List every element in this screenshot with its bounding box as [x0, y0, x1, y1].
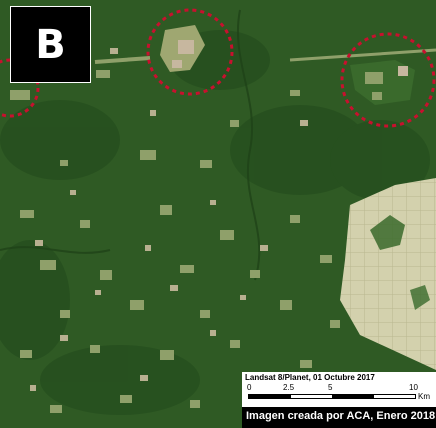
scale-tick-2-5: 2.5: [283, 383, 295, 392]
scale-segment: [249, 395, 291, 398]
credit-text: Imagen creada por ACA, Enero 2018: [246, 410, 436, 422]
river-lines: [0, 9, 261, 281]
image-source-text: Landsat 8/Planet, 01 Octubre 2017: [245, 373, 375, 382]
clearings-top: [10, 25, 436, 105]
circle-top-center: [146, 8, 234, 96]
panel-label: B: [10, 6, 91, 83]
scale-tick-5: 5: [328, 383, 333, 392]
circle-top-right: [340, 32, 436, 128]
credit-box: Imagen creada por ACA, Enero 2018: [242, 407, 436, 428]
scale-segment: [373, 395, 415, 398]
scale-tick-10: 10: [409, 383, 418, 392]
scale-segment: [332, 395, 374, 398]
forest-texture: [0, 30, 430, 415]
scale-segment: [290, 395, 332, 398]
plantation-grid: [340, 178, 436, 370]
scale-bar: [248, 394, 416, 399]
scale-unit: Km: [418, 392, 430, 401]
scale-tick-0: 0: [247, 383, 252, 392]
scale-bar-box: Landsat 8/Planet, 01 Octubre 2017 0 2.5 …: [242, 372, 436, 407]
